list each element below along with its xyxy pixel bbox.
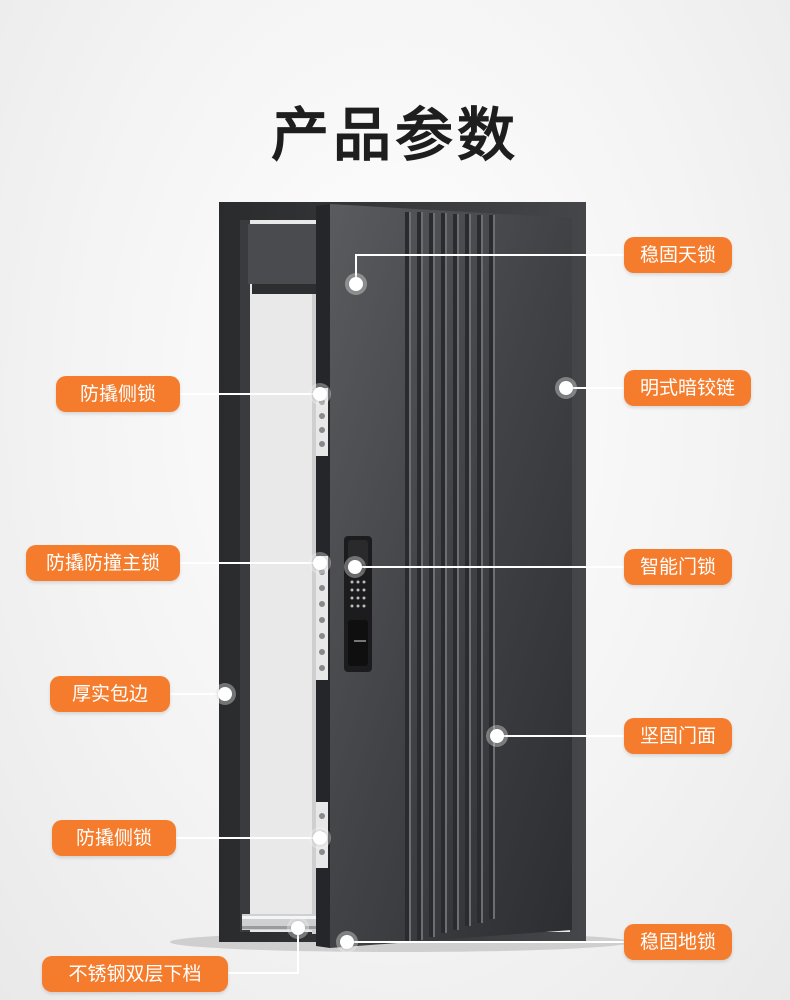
badge-door-panel: 坚固门面 <box>624 718 733 754</box>
marker-bottom-rail <box>291 921 305 935</box>
badge-smart-lock: 智能门锁 <box>624 549 733 585</box>
marker-side-lock-upper <box>313 387 327 401</box>
side-lock-upper-plate <box>316 388 328 456</box>
marker-edge-wrap <box>218 687 232 701</box>
badge-side-lock-lower: 防撬侧锁 <box>52 820 176 856</box>
badge-top-lock: 稳固天锁 <box>624 237 733 273</box>
smart-lock-icon <box>344 536 372 672</box>
line-bottom-rail-v <box>297 928 299 974</box>
marker-door-panel <box>490 729 504 743</box>
badge-main-lock: 防撬防撞主锁 <box>26 545 180 581</box>
line-smart-lock <box>355 566 624 568</box>
main-lock-plate <box>316 556 328 680</box>
line-ground-lock <box>347 941 624 943</box>
door-leaf <box>330 204 572 948</box>
line-door-panel <box>497 735 624 737</box>
badge-side-lock-upper: 防撬侧锁 <box>56 376 180 412</box>
line-side-lock-upper <box>180 393 320 395</box>
line-top-lock-v <box>355 254 357 284</box>
badge-ground-lock: 稳固地锁 <box>624 924 733 960</box>
line-main-lock <box>180 562 320 564</box>
line-bottom-rail-h <box>228 972 299 974</box>
line-edge-wrap <box>170 693 225 695</box>
marker-side-lock-lower <box>313 831 327 845</box>
page-title: 产品参数 <box>270 101 519 169</box>
marker-hinge <box>559 381 573 395</box>
line-hinge <box>566 387 624 389</box>
badge-bottom-rail: 不锈钢双层下档 <box>42 956 228 992</box>
marker-main-lock <box>313 556 327 570</box>
marker-top-lock <box>349 277 363 291</box>
marker-ground-lock <box>340 935 354 949</box>
badge-hinge: 明式暗铰链 <box>624 370 752 406</box>
line-side-lock-lower <box>175 837 320 839</box>
line-top-lock <box>356 254 624 256</box>
badge-edge-wrap: 厚实包边 <box>50 676 170 712</box>
marker-smart-lock <box>348 560 362 574</box>
